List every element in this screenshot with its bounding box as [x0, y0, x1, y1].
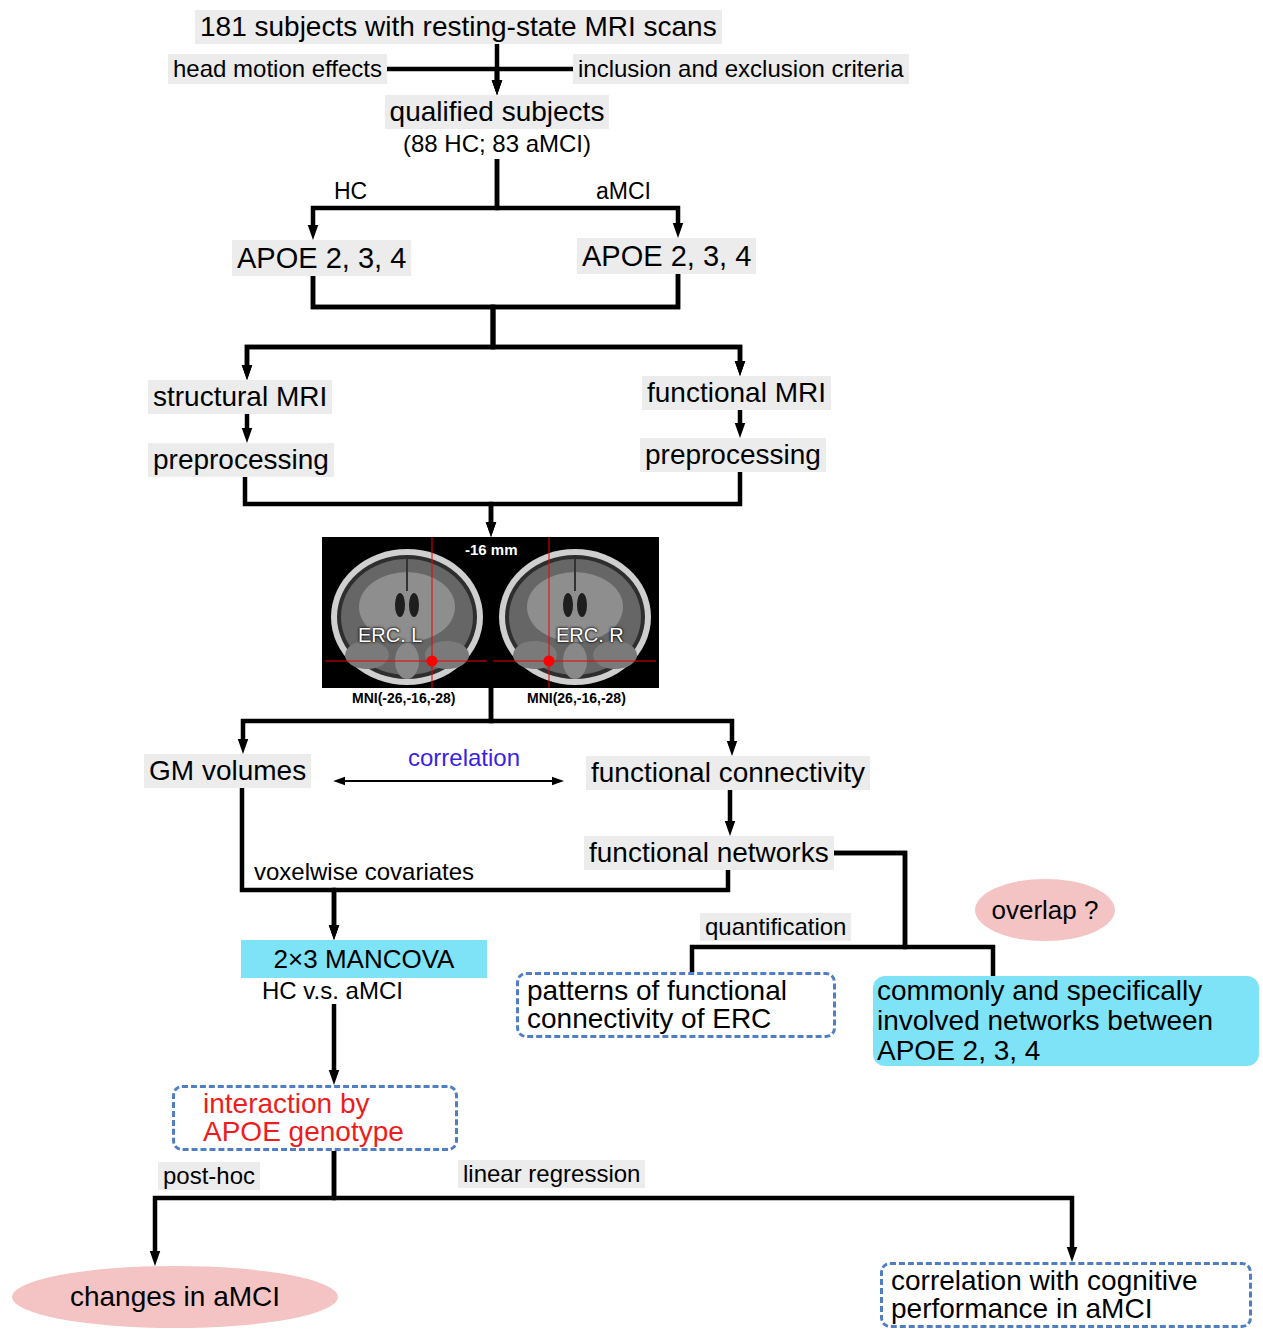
node-text: 2×3 MANCOVA [241, 940, 487, 978]
edge-label: linear regression [458, 1160, 645, 1188]
connector [497, 69, 573, 86]
node-text: structural MRI [153, 380, 327, 414]
node-text: changes in aMCI [70, 1280, 280, 1314]
connector [155, 1151, 334, 1257]
node-text: preprocessing [153, 443, 329, 477]
question-ellipse: overlap ? [975, 879, 1115, 941]
coordinate-label: MNI(-26,-16,-28) [352, 690, 455, 707]
node-text: patterns of functional connectivity of E… [527, 977, 825, 1033]
node-text: head motion effects [173, 54, 382, 84]
process-box: functional networks [584, 836, 834, 870]
edge-label: correlation [408, 744, 520, 772]
connector [728, 790, 733, 827]
node-text: interaction by APOE genotype [203, 1090, 447, 1146]
connector [334, 1151, 1072, 1253]
node-text: (88 HC; 83 aMCI) [385, 129, 610, 159]
connector [834, 853, 993, 976]
analysis-box: 2×3 MANCOVAHC v.s. aMCI [241, 940, 487, 1004]
coronal-slice-right [499, 549, 651, 685]
node-text: functional networks [589, 836, 829, 870]
connector [247, 276, 493, 371]
process-box: structural MRI [148, 380, 332, 414]
node-text: inclusion and exclusion criteria [578, 54, 904, 84]
brain-mri-illustration [322, 537, 659, 688]
connector [247, 274, 678, 371]
image-box: -16 mm ERC. L ERC. R [322, 537, 659, 688]
result-box: interaction by APOE genotype [172, 1085, 458, 1151]
edge-label: HC [334, 178, 367, 204]
result-box: patterns of functional connectivity of E… [516, 972, 836, 1038]
node-text: APOE 2, 3, 4 [582, 238, 751, 274]
connector [497, 159, 678, 229]
edge-label: quantification [700, 913, 851, 941]
result-box: commonly and specifically involved netwo… [873, 976, 1259, 1066]
process-box: GM volumes [144, 754, 311, 788]
connector [243, 688, 491, 745]
node-text: ERC. L [358, 623, 422, 647]
process-box: preprocessing [148, 443, 334, 477]
process-box: functional MRI [642, 376, 831, 410]
process-box: preprocessing [640, 438, 826, 472]
connector [245, 477, 491, 528]
connector [313, 159, 497, 231]
result-box: correlation with cognitive performance i… [880, 1262, 1252, 1328]
node-text: correlation with cognitive performance i… [891, 1267, 1241, 1323]
node-text: commonly and specifically involved netwo… [877, 976, 1255, 1066]
group-box: APOE 2, 3, 4 [232, 240, 411, 276]
input-box: inclusion and exclusion criteria [573, 54, 909, 84]
connector [387, 69, 497, 86]
node-text: -16 mm [465, 541, 518, 559]
edge-label: post-hoc [158, 1162, 260, 1190]
node-text: GM volumes [149, 754, 306, 788]
result-ellipse: changes in aMCI [12, 1266, 338, 1328]
connector [493, 274, 740, 367]
edge-label: voxelwise covariates [254, 858, 474, 886]
node-text: APOE 2, 3, 4 [237, 240, 406, 276]
connector [491, 688, 732, 747]
node-text: preprocessing [645, 438, 821, 472]
process-box: functional connectivity [586, 756, 870, 790]
node-text: 181 subjects with resting-state MRI scan… [200, 10, 717, 44]
connector [491, 472, 740, 528]
group-box: APOE 2, 3, 4 [577, 238, 756, 274]
node-text: overlap ? [992, 894, 1099, 926]
node-text: HC v.s. aMCI [241, 978, 487, 1004]
node-text: qualified subjects [385, 95, 610, 129]
coronal-slice-left [331, 549, 483, 685]
process-box: qualified subjects(88 HC; 83 aMCI) [385, 95, 610, 159]
input-box: head motion effects [168, 54, 387, 84]
node-text: functional connectivity [591, 756, 865, 790]
coordinate-label: MNI(26,-16,-28) [527, 690, 626, 707]
connector [738, 410, 743, 429]
edge-label: aMCI [596, 178, 651, 204]
node-text: ERC. R [556, 623, 624, 647]
node-text: functional MRI [647, 376, 826, 410]
connector [332, 1004, 337, 1076]
connector [340, 780, 556, 782]
connector [692, 853, 905, 972]
process-box: 181 subjects with resting-state MRI scan… [195, 10, 722, 44]
connector [245, 414, 250, 434]
